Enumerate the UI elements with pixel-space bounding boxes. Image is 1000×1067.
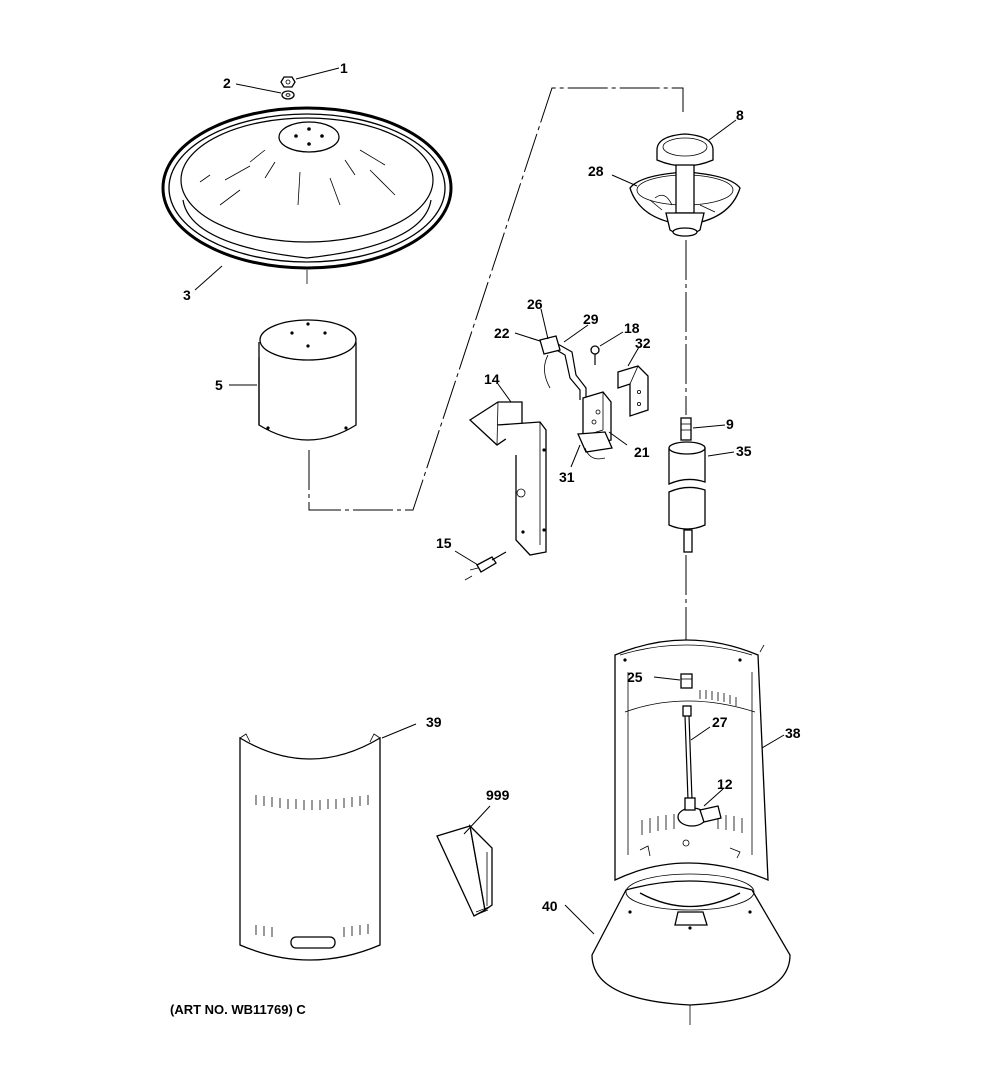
part-coupler [668,441,706,530]
callout-25: 25 [627,669,643,685]
callout-39: 39 [426,714,442,730]
part-thermocouple [529,335,587,400]
part-regulator [677,797,722,847]
callout-28: 28 [588,163,604,179]
part-gas-valve [577,391,613,460]
part-lower-shield [614,639,769,882]
part-nut [280,76,296,88]
part-base [591,873,791,1025]
callout-22: 22 [494,325,510,341]
part-heat-cylinder [258,319,357,441]
callout-999: 999 [486,787,510,803]
part-fitting [680,673,693,689]
part-post-bracket [468,401,547,556]
part-screw [590,345,600,365]
part-gas-hose [682,705,693,801]
callout-38: 38 [785,725,801,741]
callout-labels: 1 2 3 5 8 28 26 22 29 18 32 21 31 14 15 … [183,60,801,914]
callout-12: 12 [717,776,733,792]
callout-21: 21 [634,444,650,460]
part-post-tube [680,417,693,553]
part-igniter [464,551,507,581]
callout-35: 35 [736,443,752,459]
callout-18: 18 [624,320,640,336]
art-number-caption: (ART NO. WB11769) C [170,1002,306,1017]
callout-14: 14 [484,371,500,387]
callout-15: 15 [436,535,452,551]
callout-2: 2 [223,75,231,91]
callout-40: 40 [542,898,558,914]
part-burner-head [656,133,714,167]
callout-9: 9 [726,416,734,432]
callout-31: 31 [559,469,575,485]
leader-lines [194,67,785,935]
callout-5: 5 [215,377,223,393]
callout-27: 27 [712,714,728,730]
part-owners-manual [436,824,493,917]
part-front-shield [239,733,381,961]
part-mounting-bracket [617,365,649,417]
callout-8: 8 [736,107,744,123]
part-reflector-dome [161,106,453,284]
part-washer [281,90,295,100]
part-burner-grate [629,164,741,237]
callout-26: 26 [527,296,543,312]
callout-32: 32 [635,335,651,351]
callout-29: 29 [583,311,599,327]
callout-3: 3 [183,287,191,303]
callout-1: 1 [340,60,348,76]
